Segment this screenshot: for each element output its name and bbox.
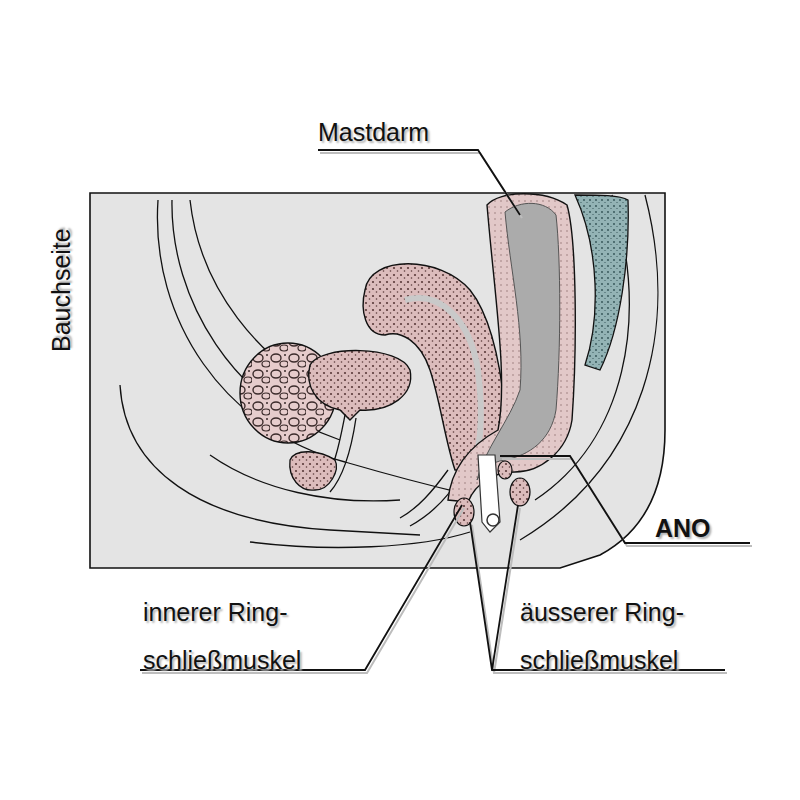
anal-opening xyxy=(487,514,499,526)
leader-shadow xyxy=(142,153,752,673)
bottom-contour xyxy=(250,532,470,547)
leader-lines xyxy=(140,150,750,670)
outer-sphincter xyxy=(498,461,512,479)
body-section xyxy=(90,193,665,568)
leader-line xyxy=(492,505,518,670)
part-label: Mastdarm xyxy=(318,117,429,147)
leader-line xyxy=(494,508,520,673)
leader-line xyxy=(140,505,462,670)
leader-line xyxy=(318,150,520,215)
bladder xyxy=(309,351,411,420)
part-label: innerer Ring- schließmuskel xyxy=(143,588,378,684)
part-label: äusserer Ring- schließmuskel xyxy=(520,588,755,684)
anal-canal xyxy=(478,455,500,532)
vagina xyxy=(400,470,448,518)
outer-sphincter xyxy=(510,478,530,506)
part-label: Bauchseite xyxy=(46,228,76,352)
spine xyxy=(575,195,628,370)
leader-line xyxy=(500,456,750,543)
part-label: ANO xyxy=(655,513,711,543)
contour-lines xyxy=(120,195,658,547)
leader-line xyxy=(502,459,752,546)
uterine-cavity xyxy=(405,298,481,470)
urethra xyxy=(330,418,356,492)
rectum-lumen xyxy=(477,203,560,480)
labium xyxy=(290,452,337,490)
leader-line xyxy=(320,153,522,218)
